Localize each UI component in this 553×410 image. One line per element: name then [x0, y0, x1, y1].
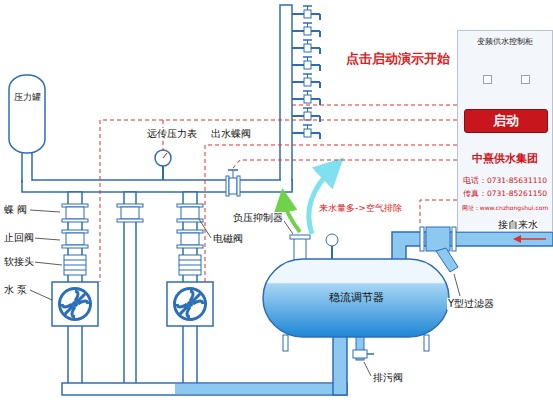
company-name: 中熹供水集团 [458, 153, 552, 166]
demo-prompt: 点击启动演示开始 [345, 52, 451, 67]
button-label: 启动 [493, 114, 519, 129]
pressure-tank: 压力罐 [8, 74, 46, 154]
indicator-light [521, 75, 530, 84]
phone-number: 电话：0731-85631110 [458, 177, 552, 186]
part-label: Y型过滤器 [447, 298, 495, 310]
control-cabinet: 变频供水控制柜中熹供水集团电话：0731-85631110 传真：0731-852… [457, 30, 553, 232]
fax-number: 传真：0731-85261150 [458, 190, 552, 199]
start-button: 启动 [464, 109, 548, 133]
tank-label: 稳流调节器 [329, 292, 384, 305]
valve-label: 出水蝶阀 [210, 128, 252, 140]
stabilizer-tank: 稳流调节器 [262, 258, 450, 338]
indicator-light [483, 75, 492, 84]
node-outline [8, 74, 46, 154]
website: 网址：www.cnzhongshui.com [458, 205, 552, 212]
tank-label: 压力罐 [14, 92, 41, 102]
part-label: 蝶 阀 [3, 204, 28, 216]
part-label: 软接头 [3, 256, 35, 268]
cabinet-title: 变频供水控制柜 [458, 37, 552, 46]
part-label: 排污阀 [372, 372, 404, 384]
flow-note: 来水量多->空气排除 [318, 203, 403, 213]
part-label: 负压抑制器 [232, 212, 284, 224]
inlet-label: 接自来水 [497, 219, 539, 231]
part-label: 止回阀 [3, 232, 35, 244]
part-label: 水 泵 [3, 284, 28, 296]
gauge-label: 远传压力表 [146, 128, 198, 140]
part-label: 电磁阀 [212, 233, 244, 245]
